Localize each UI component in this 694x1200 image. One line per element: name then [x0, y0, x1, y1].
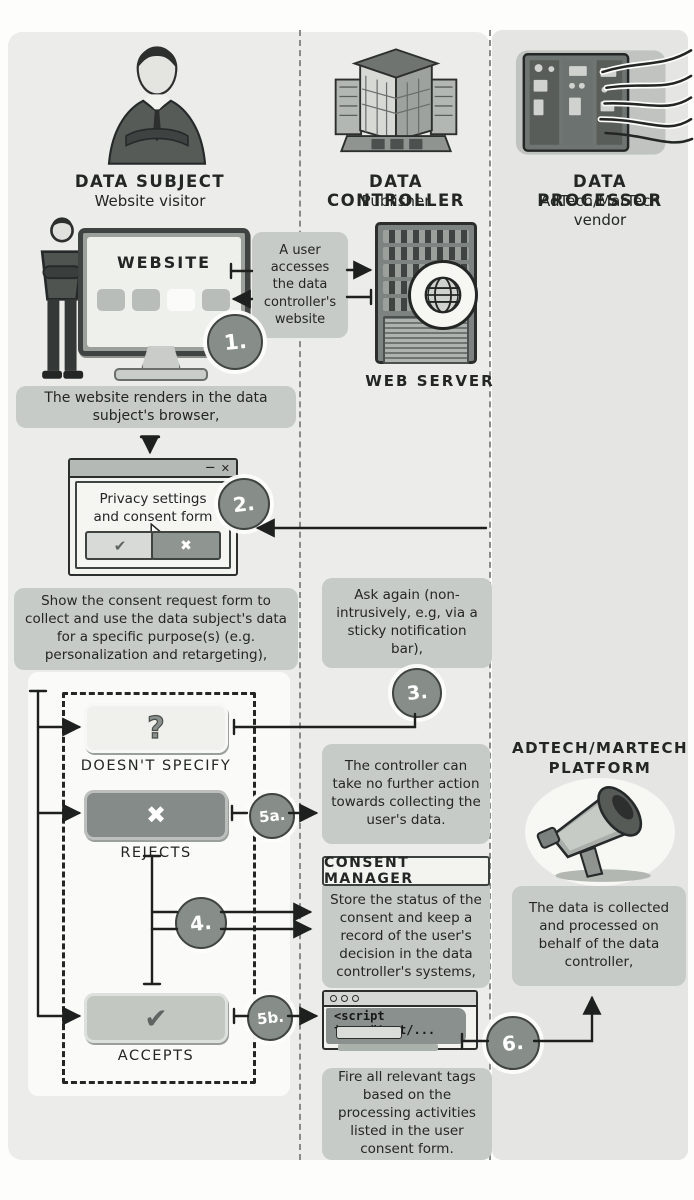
- column-subtitle-processor: AdTech/MarTech vendor: [539, 192, 661, 229]
- website-label: WEBSITE: [116, 253, 212, 272]
- platform-title: ADTECH/MARTECH PLATFORM: [511, 739, 689, 777]
- person-bust-icon: [107, 46, 207, 165]
- check-icon: ✔: [144, 1001, 168, 1035]
- platform-illustration: [522, 772, 678, 886]
- reject-consent-button: ✖: [151, 531, 221, 560]
- code-lower-smudge: [338, 1044, 438, 1051]
- access-note: A user accesses the data controller's we…: [252, 232, 348, 338]
- consent-form-title-line2: and consent form: [93, 508, 213, 525]
- render-note: The website renders in the data subject'…: [16, 386, 296, 428]
- doesnt-specify-button: ?: [84, 703, 228, 753]
- ask-again-note: Ask again (non-intrusively, e.g, via a s…: [322, 578, 492, 668]
- consent-manager-note: Store the status of the consent and keep…: [322, 886, 490, 988]
- visitor-illustration: [30, 216, 94, 388]
- monitor-screen: WEBSITE: [87, 237, 241, 347]
- fire-tags-note: Fire all relevant tags based on the proc…: [322, 1068, 492, 1160]
- step-badge-5b: 5b.: [247, 995, 293, 1041]
- consent-form-title-line1: Privacy settings: [99, 491, 207, 507]
- step-badge-6: 6.: [486, 1016, 540, 1070]
- no-action-note: The controller can take no further actio…: [322, 744, 490, 844]
- rejects-label: REJECTS: [120, 845, 192, 861]
- step-badge-3: 3.: [392, 668, 442, 718]
- web-server-label: WEB SERVER: [365, 372, 495, 390]
- accepts-label: ACCEPTS: [117, 1048, 195, 1064]
- script-window-titlebar: [324, 992, 476, 1007]
- window-dot-icon: [341, 995, 348, 1002]
- step-badge-2: 2.: [218, 478, 270, 530]
- server-slot: [383, 247, 469, 260]
- data-processor-illustration: [512, 40, 694, 166]
- check-icon: ✔: [113, 536, 127, 555]
- script-window: <script type="text/...: [322, 990, 478, 1051]
- consent-manager-header: CONSENT MANAGER: [322, 855, 490, 887]
- cross-icon: ✖: [180, 537, 192, 554]
- consent-window: — ✕ Privacy settings and consent form ✔ …: [68, 458, 238, 576]
- column-subtitle-controller: Publisher: [361, 192, 431, 210]
- monitor-base: [114, 368, 208, 381]
- tile: [202, 289, 230, 311]
- tile: [132, 289, 160, 311]
- tile: [97, 289, 125, 311]
- server-cables-icon: [515, 47, 694, 155]
- globe-icon: [408, 260, 478, 330]
- column-title-controller: DATA CONTROLLER: [327, 172, 465, 210]
- step-badge-5a: 5a.: [249, 793, 295, 839]
- website-placeholder-tiles: [97, 289, 230, 311]
- accept-consent-button: ✔: [85, 531, 155, 560]
- building-icon: [334, 48, 458, 153]
- data-collected-note: The data is collected and processed on b…: [512, 886, 686, 986]
- window-dot-icon: [330, 995, 337, 1002]
- tile: [167, 289, 195, 311]
- data-subject-illustration: [98, 40, 216, 168]
- show-form-note: Show the consent request form to collect…: [14, 588, 298, 670]
- decision-options-box: [62, 692, 256, 1084]
- column-divider-left: [299, 30, 301, 1160]
- rejects-button: ✖: [84, 790, 228, 840]
- close-icon: ✕: [220, 461, 230, 475]
- doesnt-specify-label: DOESN'T SPECIFY: [80, 758, 232, 774]
- column-title-subject: DATA SUBJECT: [74, 172, 226, 191]
- step-badge-4: 4.: [175, 897, 227, 949]
- standing-man-icon: [40, 217, 84, 379]
- consent-window-titlebar: — ✕: [70, 460, 236, 478]
- megaphone-icon: [536, 786, 651, 882]
- question-icon: ?: [147, 710, 166, 746]
- minimize-icon: —: [205, 462, 215, 473]
- accepts-button: ✔: [84, 993, 228, 1043]
- step-badge-1: 1.: [207, 314, 263, 370]
- consent-window-body: Privacy settings and consent form ✔ ✖: [75, 481, 231, 569]
- column-title-processor: DATA PROCESSOR: [537, 172, 663, 210]
- window-dot-icon: [352, 995, 359, 1002]
- server-slot: [383, 230, 469, 243]
- cross-icon: ✖: [145, 801, 167, 829]
- code-input-pill: [336, 1026, 402, 1039]
- column-subtitle-subject: Website visitor: [94, 192, 206, 210]
- data-controller-illustration: [330, 42, 462, 168]
